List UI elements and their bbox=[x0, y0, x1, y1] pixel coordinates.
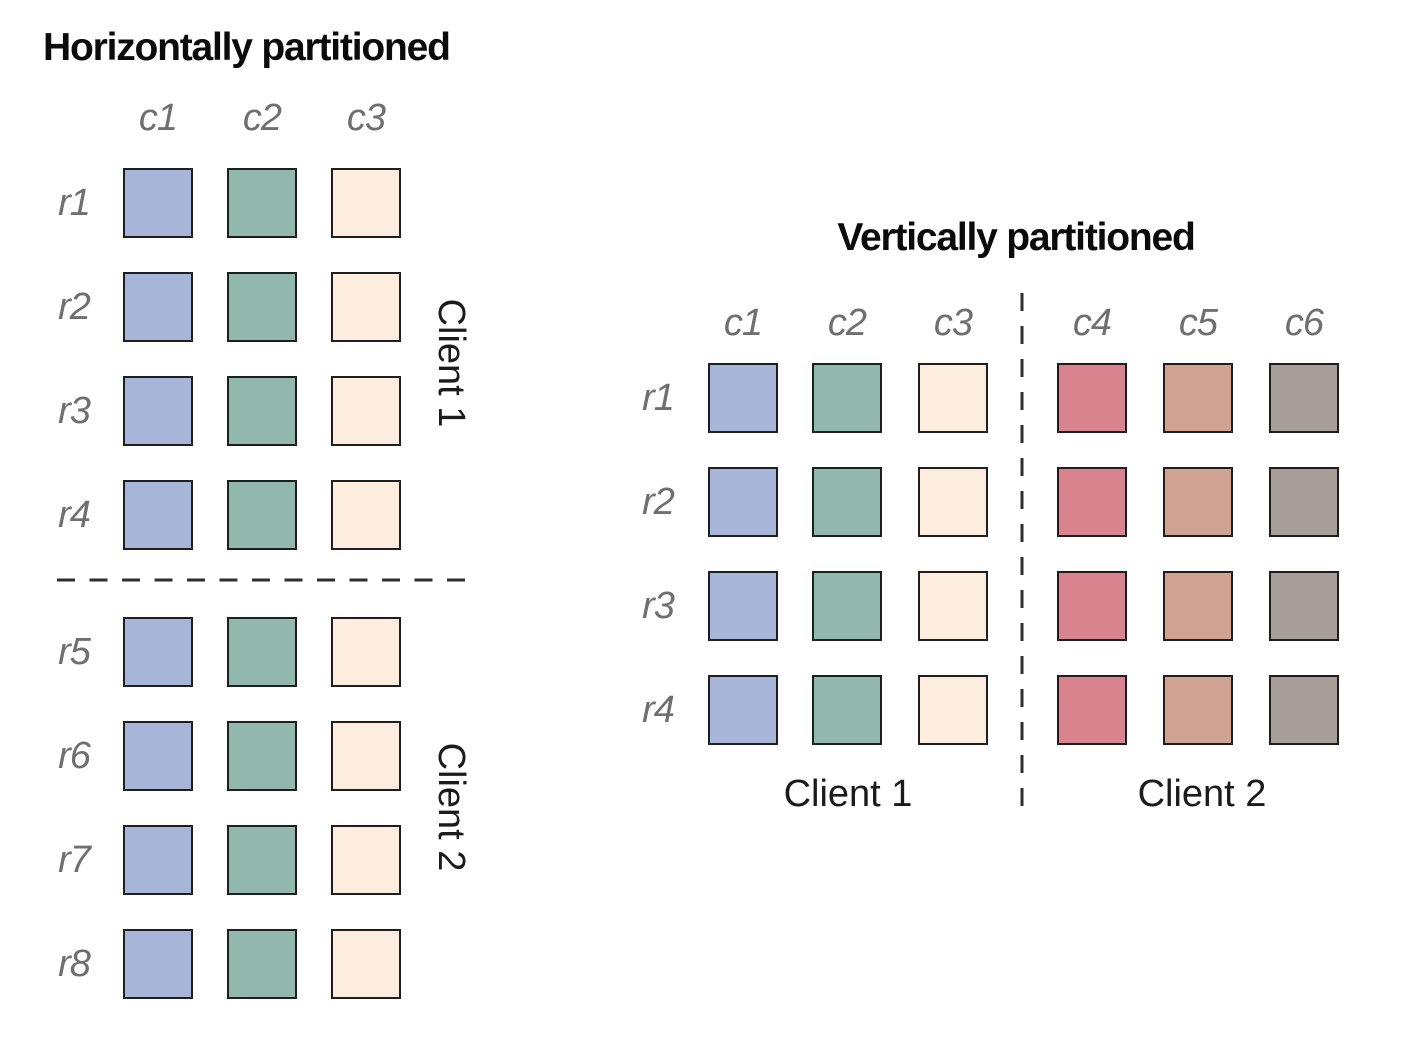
horizontal-column-label-c3: c3 bbox=[346, 97, 386, 139]
horizontal-cell-r6-c2 bbox=[227, 721, 297, 791]
horizontal-row-label-r5: r5 bbox=[58, 631, 91, 673]
vertical-cell-r1-c6 bbox=[1269, 363, 1339, 433]
vertical-cell-r3-c4 bbox=[1057, 571, 1127, 641]
horizontal-cell-r4-c1 bbox=[123, 480, 193, 550]
horizontal-cell-r6-c1 bbox=[123, 721, 193, 791]
horizontal-row-label-r7: r7 bbox=[58, 839, 91, 881]
vertically-partitioned-title: Vertically partitioned bbox=[837, 216, 1195, 259]
vertical-row-label-r2: r2 bbox=[642, 481, 675, 523]
horizontal-cell-r2-c2 bbox=[227, 272, 297, 342]
horizontal-column-label-c1: c1 bbox=[138, 97, 178, 139]
vertical-cell-r2-c5 bbox=[1163, 467, 1233, 537]
vertical-cell-r4-c6 bbox=[1269, 675, 1339, 745]
vertical-column-label-c3: c3 bbox=[933, 302, 973, 344]
horizontal-cell-r1-c3 bbox=[331, 168, 401, 238]
horizontal-row-label-r6: r6 bbox=[58, 735, 91, 777]
vertical-cell-r1-c1 bbox=[708, 363, 778, 433]
horizontal-cell-r7-c2 bbox=[227, 825, 297, 895]
vertical-cell-r2-c3 bbox=[918, 467, 988, 537]
vertical-column-label-c2: c2 bbox=[827, 302, 867, 344]
vertical-column-label-c1: c1 bbox=[723, 302, 763, 344]
horizontal-cell-r4-c2 bbox=[227, 480, 297, 550]
horizontal-cell-r3-c2 bbox=[227, 376, 297, 446]
horizontally-partitioned-title: Horizontally partitioned bbox=[43, 26, 451, 69]
horizontal-cell-r4-c3 bbox=[331, 480, 401, 550]
horizontal-cell-r1-c2 bbox=[227, 168, 297, 238]
vertical-cell-r4-c1 bbox=[708, 675, 778, 745]
vertical-cell-r1-c5 bbox=[1163, 363, 1233, 433]
horizontal-cell-r2-c3 bbox=[331, 272, 401, 342]
vertical-cell-r4-c4 bbox=[1057, 675, 1127, 745]
vertical-partition-divider-line bbox=[1020, 293, 1024, 811]
vertical-column-label-c4: c4 bbox=[1072, 302, 1112, 344]
horizontal-cell-r7-c1 bbox=[123, 825, 193, 895]
vertical-cell-r1-c2 bbox=[812, 363, 882, 433]
horizontal-client-1-label: Client 1 bbox=[430, 298, 472, 428]
vertical-column-label-c6: c6 bbox=[1284, 302, 1324, 344]
horizontal-cell-r1-c1 bbox=[123, 168, 193, 238]
vertical-row-label-r3: r3 bbox=[642, 585, 675, 627]
horizontal-cell-r8-c2 bbox=[227, 929, 297, 999]
horizontal-cell-r2-c1 bbox=[123, 272, 193, 342]
vertical-client-2-label: Client 2 bbox=[1137, 773, 1267, 815]
vertical-cell-r4-c3 bbox=[918, 675, 988, 745]
horizontal-cell-r3-c3 bbox=[331, 376, 401, 446]
vertical-cell-r2-c1 bbox=[708, 467, 778, 537]
vertical-column-label-c5: c5 bbox=[1178, 302, 1218, 344]
horizontal-cell-r5-c2 bbox=[227, 617, 297, 687]
vertical-cell-r4-c2 bbox=[812, 675, 882, 745]
vertical-cell-r3-c2 bbox=[812, 571, 882, 641]
horizontal-cell-r8-c1 bbox=[123, 929, 193, 999]
vertical-row-label-r1: r1 bbox=[642, 377, 675, 419]
horizontal-cell-r5-c1 bbox=[123, 617, 193, 687]
horizontal-column-label-c2: c2 bbox=[242, 97, 282, 139]
horizontal-cell-r7-c3 bbox=[331, 825, 401, 895]
horizontal-cell-r3-c1 bbox=[123, 376, 193, 446]
vertical-cell-r3-c5 bbox=[1163, 571, 1233, 641]
vertical-cell-r2-c6 bbox=[1269, 467, 1339, 537]
vertical-cell-r2-c2 bbox=[812, 467, 882, 537]
horizontal-row-label-r8: r8 bbox=[58, 943, 91, 985]
vertical-cell-r4-c5 bbox=[1163, 675, 1233, 745]
vertical-client-1-label: Client 1 bbox=[783, 773, 913, 815]
vertical-cell-r2-c4 bbox=[1057, 467, 1127, 537]
vertical-cell-r3-c6 bbox=[1269, 571, 1339, 641]
vertical-cell-r1-c4 bbox=[1057, 363, 1127, 433]
vertical-row-label-r4: r4 bbox=[642, 689, 675, 731]
horizontal-cell-r5-c3 bbox=[331, 617, 401, 687]
horizontal-row-label-r4: r4 bbox=[58, 494, 91, 536]
horizontal-cell-r6-c3 bbox=[331, 721, 401, 791]
horizontal-row-label-r3: r3 bbox=[58, 390, 91, 432]
horizontal-client-2-label: Client 2 bbox=[430, 742, 472, 872]
vertical-cell-r1-c3 bbox=[918, 363, 988, 433]
vertical-cell-r3-c3 bbox=[918, 571, 988, 641]
vertical-cell-r3-c1 bbox=[708, 571, 778, 641]
horizontal-cell-r8-c3 bbox=[331, 929, 401, 999]
horizontal-row-label-r1: r1 bbox=[58, 182, 91, 224]
horizontal-partition-divider-line bbox=[57, 578, 471, 582]
horizontal-row-label-r2: r2 bbox=[58, 286, 91, 328]
